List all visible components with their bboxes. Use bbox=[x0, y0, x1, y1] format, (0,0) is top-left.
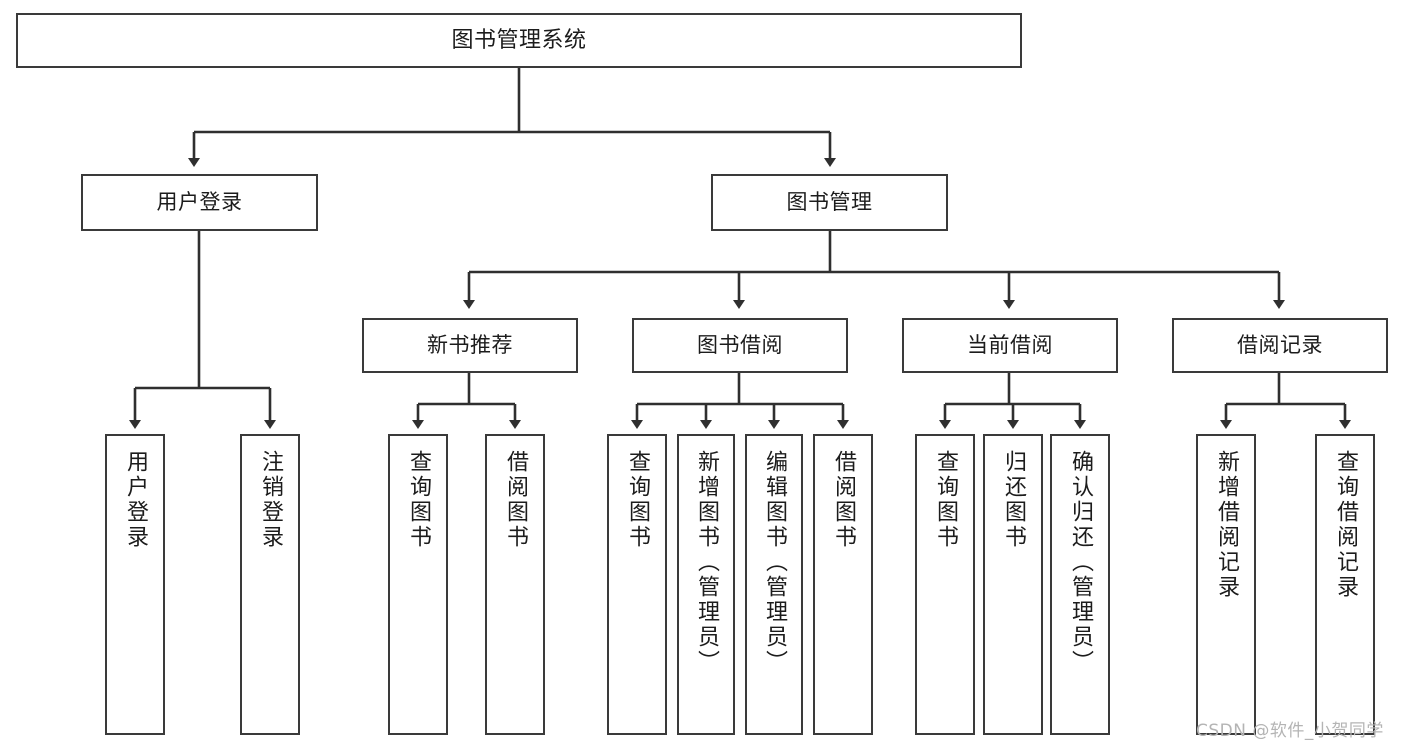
node-label: 图书管理 bbox=[786, 190, 873, 215]
node-book-borrow[interactable]: 图书借阅 bbox=[632, 318, 848, 373]
node-leaf-borrow-book-2[interactable]: 借阅图书 bbox=[813, 434, 873, 735]
node-label: 归还图书 bbox=[1001, 450, 1026, 550]
node-leaf-logout-login[interactable]: 注销登录 bbox=[240, 434, 300, 735]
node-user-login[interactable]: 用户登录 bbox=[81, 174, 318, 231]
node-label: 借阅图书 bbox=[831, 450, 856, 550]
node-leaf-edit-book[interactable]: 编辑图书（管理员） bbox=[745, 434, 803, 735]
node-label: 用户登录 bbox=[123, 450, 148, 550]
node-label: 新增图书（管理员） bbox=[694, 450, 719, 675]
node-label: 编辑图书（管理员） bbox=[762, 450, 787, 675]
node-label: 借阅记录 bbox=[1237, 333, 1323, 358]
node-new-book-recommend[interactable]: 新书推荐 bbox=[362, 318, 578, 373]
node-label: 注销登录 bbox=[258, 450, 283, 550]
node-label: 查询借阅记录 bbox=[1333, 450, 1358, 600]
node-label: 图书借阅 bbox=[697, 333, 783, 358]
node-label: 图书管理系统 bbox=[451, 27, 587, 53]
node-book-manage[interactable]: 图书管理 bbox=[711, 174, 948, 231]
node-leaf-query-book-1[interactable]: 查询图书 bbox=[388, 434, 448, 735]
node-leaf-query-record[interactable]: 查询借阅记录 bbox=[1315, 434, 1375, 735]
node-leaf-query-book-2[interactable]: 查询图书 bbox=[607, 434, 667, 735]
node-label: 借阅图书 bbox=[503, 450, 528, 550]
node-leaf-return-book[interactable]: 归还图书 bbox=[983, 434, 1043, 735]
node-borrow-record[interactable]: 借阅记录 bbox=[1172, 318, 1388, 373]
node-leaf-query-book-3[interactable]: 查询图书 bbox=[915, 434, 975, 735]
csdn-watermark: CSDN @软件_小贺同学 bbox=[1196, 721, 1384, 741]
node-label: 查询图书 bbox=[406, 450, 431, 550]
node-leaf-add-book[interactable]: 新增图书（管理员） bbox=[677, 434, 735, 735]
node-label: 用户登录 bbox=[156, 190, 243, 215]
node-label: 查询图书 bbox=[625, 450, 650, 550]
node-root-system[interactable]: 图书管理系统 bbox=[16, 13, 1022, 68]
node-leaf-add-record[interactable]: 新增借阅记录 bbox=[1196, 434, 1256, 735]
node-label: 新书推荐 bbox=[427, 333, 513, 358]
node-leaf-confirm-return[interactable]: 确认归还（管理员） bbox=[1050, 434, 1110, 735]
node-label: 确认归还（管理员） bbox=[1068, 450, 1093, 675]
node-leaf-borrow-book-1[interactable]: 借阅图书 bbox=[485, 434, 545, 735]
node-label: 当前借阅 bbox=[967, 333, 1053, 358]
node-label: 新增借阅记录 bbox=[1214, 450, 1239, 600]
node-leaf-user-login[interactable]: 用户登录 bbox=[105, 434, 165, 735]
node-current-borrow[interactable]: 当前借阅 bbox=[902, 318, 1118, 373]
node-label: 查询图书 bbox=[933, 450, 958, 550]
